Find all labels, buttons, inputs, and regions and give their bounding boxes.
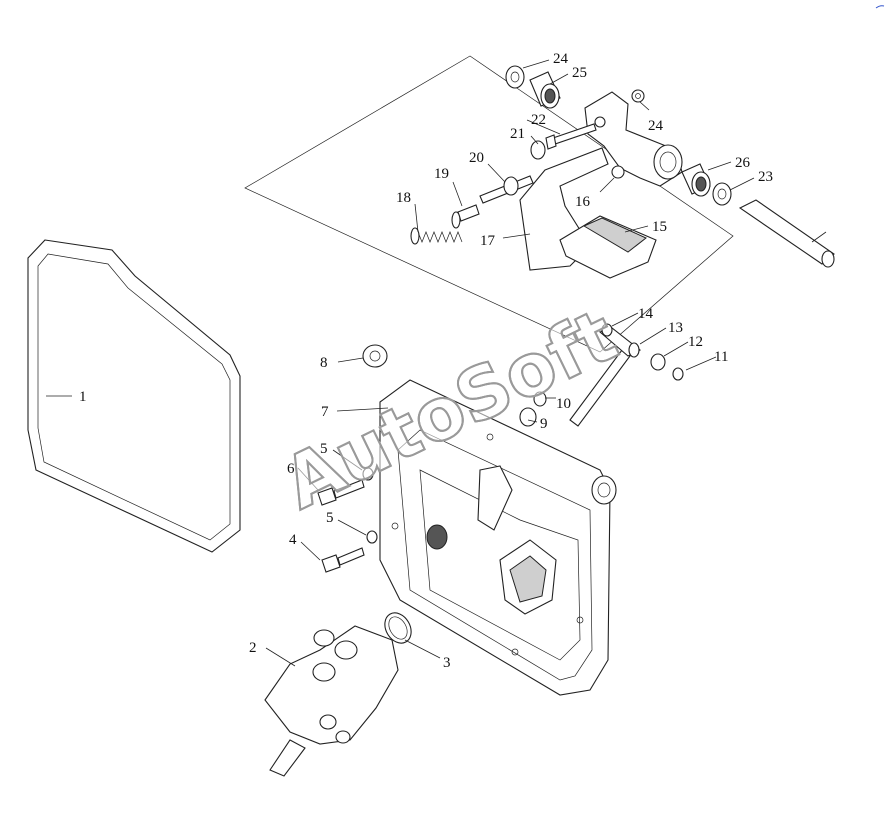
callout-12: 12: [688, 334, 703, 350]
callout-18: 18: [396, 190, 411, 206]
callout-16: 16: [575, 194, 591, 210]
nut-14: [601, 323, 613, 337]
pin-19: [457, 204, 480, 222]
callout-14: 14: [638, 306, 654, 322]
bushing-21: [530, 140, 546, 160]
o-ring-3: [384, 612, 412, 644]
callout-22: 22: [531, 112, 546, 128]
washer-5-lower: [366, 530, 378, 544]
pedal-housing: [584, 91, 683, 187]
callout-17: 17: [480, 233, 496, 249]
ring-11: [672, 367, 684, 381]
washer-8: [362, 344, 388, 368]
bearing-24-lower: [681, 163, 711, 197]
spring-18: [410, 211, 463, 245]
callout-13: 13: [668, 320, 683, 336]
callout-9: 9: [540, 416, 548, 432]
shaft-26: [738, 199, 835, 268]
bearing-24-upper: [529, 71, 561, 109]
callout-10: 10: [556, 396, 571, 412]
washer-13: [628, 342, 640, 358]
callout-21: 21: [510, 126, 525, 142]
gasket-1: [27, 239, 241, 553]
valve-body-2: [264, 625, 399, 777]
washer-23-lower: [712, 182, 732, 206]
corner-mark: [875, 5, 885, 9]
callout-5-lower: 5: [326, 510, 334, 526]
bushing-12: [650, 353, 666, 371]
pedal-assembly-plane: [244, 55, 734, 353]
callout-25: 24: [648, 118, 664, 134]
callout-23-lower: 23: [758, 169, 773, 185]
housing-7: [379, 379, 617, 696]
callout-2: 2: [249, 640, 257, 656]
callout-7: 7: [321, 404, 329, 420]
callout-19: 19: [434, 166, 449, 182]
bolt-22: [545, 123, 597, 150]
washer-10: [533, 391, 547, 407]
bolt-4: [321, 547, 365, 573]
callout-4: 4: [289, 532, 297, 548]
washer-23-upper: [505, 65, 525, 89]
callout-8: 8: [320, 355, 328, 371]
nut-25: [631, 89, 645, 103]
leader-lines: [46, 59, 827, 667]
pushrod-20: [479, 175, 534, 204]
callout-24-lower: 26: [735, 155, 751, 171]
callout-20: 20: [469, 150, 484, 166]
nut-16: [611, 165, 625, 179]
callout-23-upper: 24: [553, 51, 569, 67]
callout-11: 11: [714, 349, 728, 365]
bushing-9: [519, 407, 537, 427]
bolt-6: [317, 479, 365, 506]
callout-1: 1: [79, 389, 87, 405]
callout-15: 15: [652, 219, 667, 235]
callout-6: 6: [287, 461, 295, 477]
callout-5-upper: 5: [320, 441, 328, 457]
callout-24-upper: 25: [572, 65, 587, 81]
callout-3: 3: [443, 655, 451, 671]
washer-5-upper: [362, 467, 374, 481]
pedal-pad-15: [559, 215, 657, 279]
callout-labels: 24 25 22 21 20 19 18 17 16 15 24 26 23 1…: [79, 51, 773, 671]
